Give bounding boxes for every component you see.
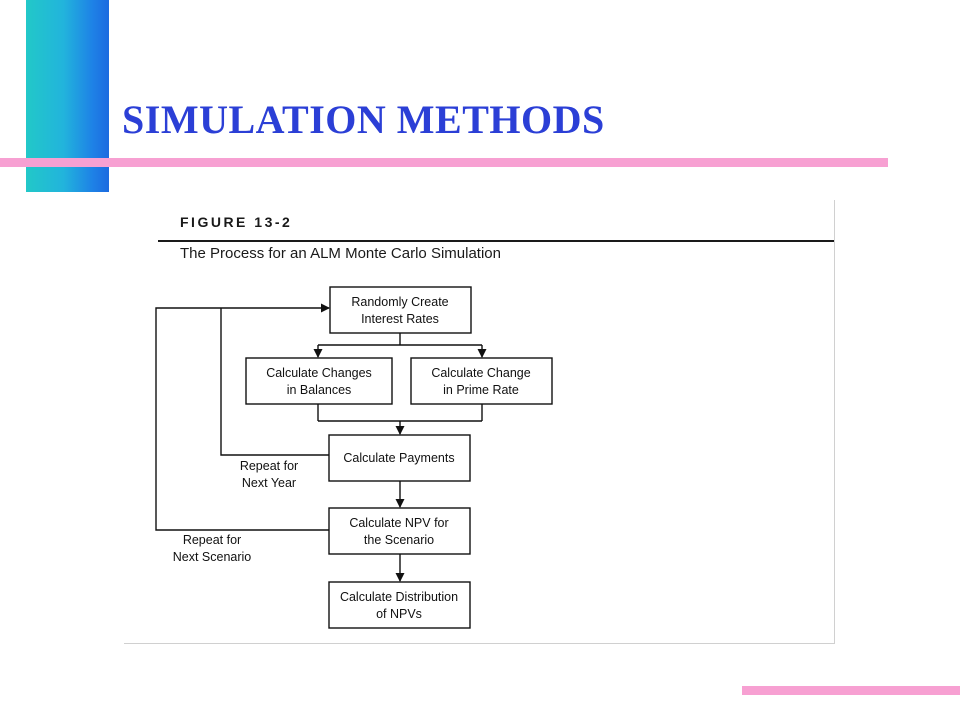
box-random-rates <box>329 286 472 334</box>
flowchart: Randomly Create Interest Rates Calculate… <box>155 286 553 629</box>
box-change-balances <box>245 357 393 405</box>
slide-title: SIMULATION METHODS <box>122 97 605 142</box>
box-change-prime <box>410 357 553 405</box>
loop-next-year-line <box>220 308 329 456</box>
box-payments-line1: Calculate Payments <box>343 451 454 465</box>
box-change-balances-line1: Calculate Changes <box>266 366 372 380</box>
box-npv <box>328 507 471 555</box>
box-npv-line2: the Scenario <box>364 533 434 547</box>
box-change-balances-line2: in Balances <box>287 383 352 397</box>
box-change-prime-line2: in Prime Rate <box>443 383 519 397</box>
box-random-rates-line1: Randomly Create <box>351 295 448 309</box>
box-random-rates-line2: Interest Rates <box>361 312 439 326</box>
box-npv-line1: Calculate NPV for <box>349 516 448 530</box>
box-distribution-line1: Calculate Distribution <box>340 590 458 604</box>
loop-next-scenario-label-line1: Repeat for <box>183 533 241 547</box>
figure-rule <box>158 240 834 242</box>
figure-label: FIGURE 13-2 <box>180 214 293 230</box>
title-underline-rule <box>0 158 888 167</box>
loop-next-scenario-line <box>155 303 330 531</box>
box-change-prime-line1: Calculate Change <box>431 366 530 380</box>
figure-panel: FIGURE 13-2 The Process for an ALM Monte… <box>124 200 835 644</box>
box-distribution-line2: of NPVs <box>376 607 422 621</box>
figure-caption: The Process for an ALM Monte Carlo Simul… <box>180 245 501 262</box>
box-distribution <box>328 581 471 629</box>
footer-accent-rule <box>742 686 960 695</box>
loop-next-year-label-line1: Repeat for <box>240 459 298 473</box>
loop-next-year-label-line2: Next Year <box>242 476 296 490</box>
loop-next-scenario-label-line2: Next Scenario <box>173 550 252 564</box>
